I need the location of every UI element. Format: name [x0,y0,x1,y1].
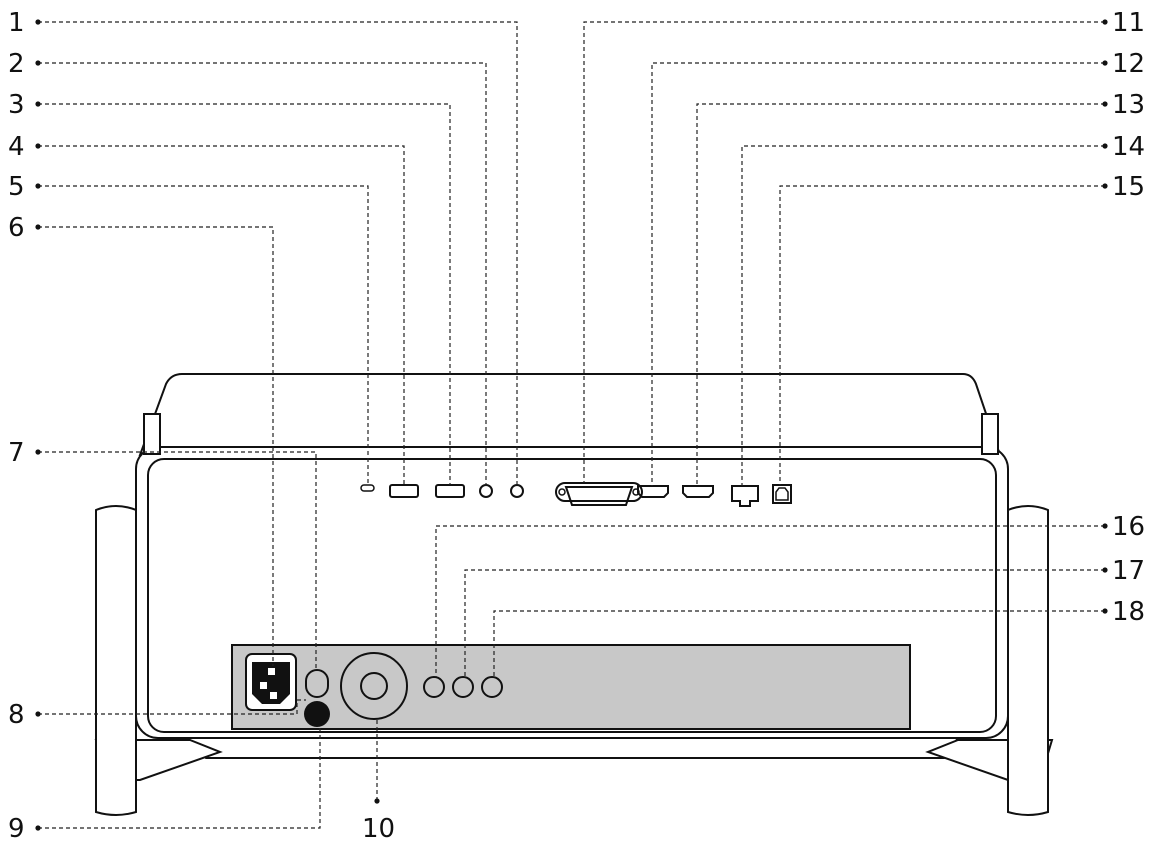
hdmi-port-icon [682,485,714,498]
callout-4: 4 [8,132,25,162]
leader-lines [38,21,1105,829]
callout-6: 6 [8,213,25,243]
micro-usb-port-icon [360,484,375,492]
av-jack-icon [481,676,503,698]
callout-8: 8 [8,700,25,730]
callout-2: 2 [8,49,25,79]
stand [94,413,1054,816]
av-jack-icon [452,676,474,698]
callout-18: 18 [1112,597,1145,627]
callout-9: 9 [8,814,25,841]
optical-port-icon [772,484,792,504]
power-switch-icon [305,669,329,698]
speaker-grille-icon [340,652,408,720]
hdmi-port-icon [637,485,669,498]
callout-14: 14 [1112,132,1145,162]
callout-1: 1 [8,8,25,38]
callout-17: 17 [1112,556,1145,586]
leader-dots [35,19,1108,831]
power-inlet-icon [245,653,297,711]
callout-10: 10 [362,814,395,841]
callout-12: 12 [1112,49,1145,79]
ethernet-port-icon [731,485,759,507]
callout-5: 5 [8,172,25,202]
callout-13: 13 [1112,90,1145,120]
callout-7: 7 [8,438,25,468]
round-button-icon [304,701,330,727]
vga-port-icon [555,482,643,506]
callout-numbers: 1 2 3 4 5 6 7 8 9 10 11 12 13 14 15 16 1… [8,8,1145,841]
upper-ports [360,482,792,507]
lower-panel [231,644,911,730]
callout-16: 16 [1112,512,1145,542]
av-jack-icon [423,676,445,698]
usb-port-icon [389,484,419,498]
callout-3: 3 [8,90,25,120]
callout-15: 15 [1112,172,1145,202]
callout-11: 11 [1112,8,1145,38]
